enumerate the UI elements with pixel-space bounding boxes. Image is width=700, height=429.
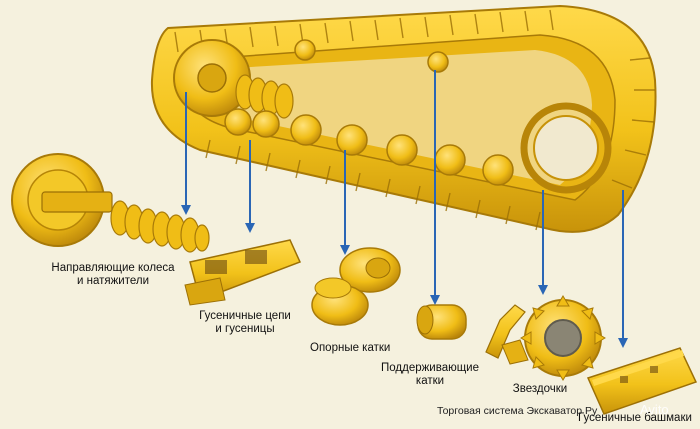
label-chains-line1: Гусеничные цепи [199,310,291,322]
track-roller-parts [311,247,401,326]
pointer-arrows [181,70,628,348]
avito-watermark: Avito [640,402,669,417]
label-track-shoes: Гусеничные башмаки [578,412,692,424]
label-chains-line2: и гусеницы [215,323,275,335]
label-carrier-line2: катки [415,375,445,387]
carrier-roller-part [416,304,467,340]
track-shoe-part [586,347,698,415]
idler-tensioner-part [11,153,210,253]
watermark-text: Торговая система Экскаватор Ру [437,405,598,417]
chain-links-part [184,239,302,306]
label-carrier-line1: Поддерживающие [380,362,480,374]
label-track-rollers: Опорные катки [310,342,391,354]
track-assembly [150,4,657,233]
label-carrier-rollers: Поддерживающие катки [380,362,480,388]
label-idlers: Направляющие колеса и натяжители [50,262,176,288]
sprocket-parts [485,295,606,381]
label-chains: Гусеничные цепи и гусеницы [195,310,295,336]
label-idlers-line1: Направляющие колеса [51,262,175,274]
label-sprockets: Звездочки [512,383,568,395]
label-idlers-line2: и натяжители [76,275,149,287]
